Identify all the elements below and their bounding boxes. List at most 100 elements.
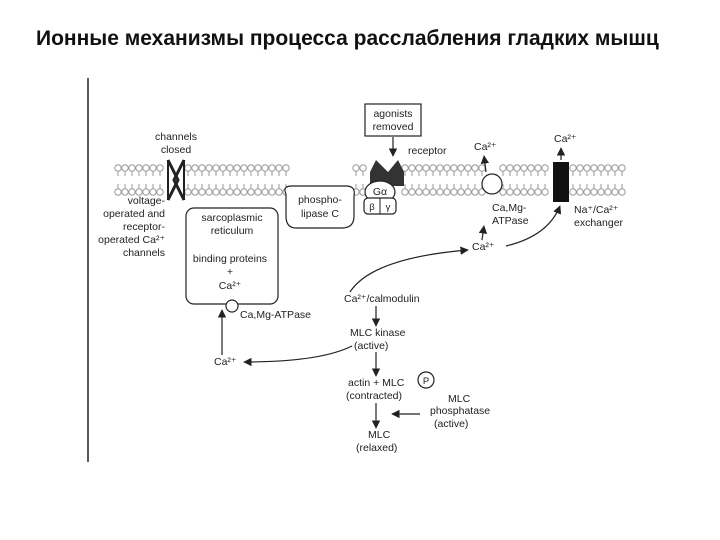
g-protein [363,180,397,215]
arrow-calmodulin-to-ca [349,246,469,293]
g-alpha-label: Gα [373,186,387,198]
ca-calmodulin-label: Ca²⁺/calmodulin [344,293,420,305]
lipid-head [541,188,549,196]
pm-atpase-label-2: ATPase [492,215,529,227]
lipid-head [226,164,234,172]
lipid-head [401,188,409,196]
lipid-head [114,188,122,196]
lipid-head [135,164,143,172]
lipid-head [513,188,521,196]
lipid-head [534,188,542,196]
lipid-head [142,164,150,172]
lipid-head [464,164,472,172]
lipid-head [590,164,598,172]
lipid-head [415,188,423,196]
lipid-head [443,164,451,172]
voltage-channels-label-5: channels [123,247,165,259]
lipid-head [275,188,283,196]
lipid-head [254,164,262,172]
lipid-head [513,164,521,172]
receptor-shape [370,160,404,186]
phospholipase-label-2: lipase C [301,208,339,220]
ca-top-left-label: Ca²⁺ [474,141,497,153]
lipid-head [128,164,136,172]
lipid-head [359,164,367,172]
lipid-head [436,188,444,196]
exchanger-block [553,162,569,202]
lipid-head [429,164,437,172]
lipid-head [219,188,227,196]
lipid-head [247,164,255,172]
arrow-kinase-to-ca-left [243,345,353,367]
lipid-head [541,164,549,172]
lipid-head [590,188,598,196]
voltage-channels-label-2: operated and [103,208,165,220]
sr-atpase-label: Ca,Mg-ATPase [240,309,311,321]
lipid-head [450,164,458,172]
exchanger-label-2: exchanger [574,217,624,229]
lipid-head [583,188,591,196]
arrow-ca-to-exchanger [505,205,562,247]
phosphate-icon [417,371,435,389]
mlc-phosphatase-label-3: (active) [434,418,468,430]
lipid-head [597,188,605,196]
beta-label: β [369,202,375,213]
lipid-head [520,164,528,172]
sr-label-1: sarcoplasmic [201,212,262,224]
pm-pump-icon [481,173,503,195]
lipid-head [583,164,591,172]
agonists-label-1: agonists [373,108,412,120]
lipid-head [506,188,514,196]
lipid-head [205,164,213,172]
ca-top-right-label: Ca²⁺ [554,133,577,145]
lipid-head [156,164,164,172]
lipid-head [422,164,430,172]
lipid-head [191,188,199,196]
lipid-head [506,164,514,172]
lipid-head [576,188,584,196]
channels-closed-label-1: channels [155,131,197,143]
mlc-phosphatase-label-2: phosphatase [430,405,490,417]
lipid-head [121,164,129,172]
voltage-channels-label-3: receptor- [123,221,166,233]
lipid-head [247,188,255,196]
lipid-head [149,164,157,172]
lipid-head [597,164,605,172]
lipid-head [450,188,458,196]
lipid-head [457,188,465,196]
exchanger-label-1: Na⁺/Ca²⁺ [574,204,619,216]
ca-cytosol-right-label: Ca²⁺ [472,241,495,253]
lipid-head [114,164,122,172]
slide-title: Ионные механизмы процесса расслабления г… [36,27,659,50]
lipid-head [527,164,535,172]
lipid-head [352,164,360,172]
closed-channel [166,159,186,201]
arrow-pump-to-ca-out [480,155,490,173]
lipid-head [226,188,234,196]
gamma-label: γ [386,202,391,213]
lipid-head [233,188,241,196]
lipid-head [219,164,227,172]
lipid-head [415,164,423,172]
lipid-head [618,164,626,172]
lipid-head [471,188,479,196]
agonists-label-2: removed [373,121,414,133]
lipid-head [198,164,206,172]
mlc-relaxed-label-1: MLC [368,429,391,441]
lipid-head [268,188,276,196]
lipid-head [527,188,535,196]
lipid-head [240,164,248,172]
lipid-head [534,164,542,172]
lipid-head [499,164,507,172]
arrow-ca-to-pm-pump [478,225,488,241]
lipid-head [205,188,213,196]
lipid-head [436,164,444,172]
lipid-head [422,188,430,196]
lipid-head [254,188,262,196]
lipid-head [408,188,416,196]
lipid-head [576,164,584,172]
actin-mlc-label-1: actin + MLC [348,377,405,389]
lipid-head [184,188,192,196]
binding-label-3: Ca²⁺ [219,280,242,292]
